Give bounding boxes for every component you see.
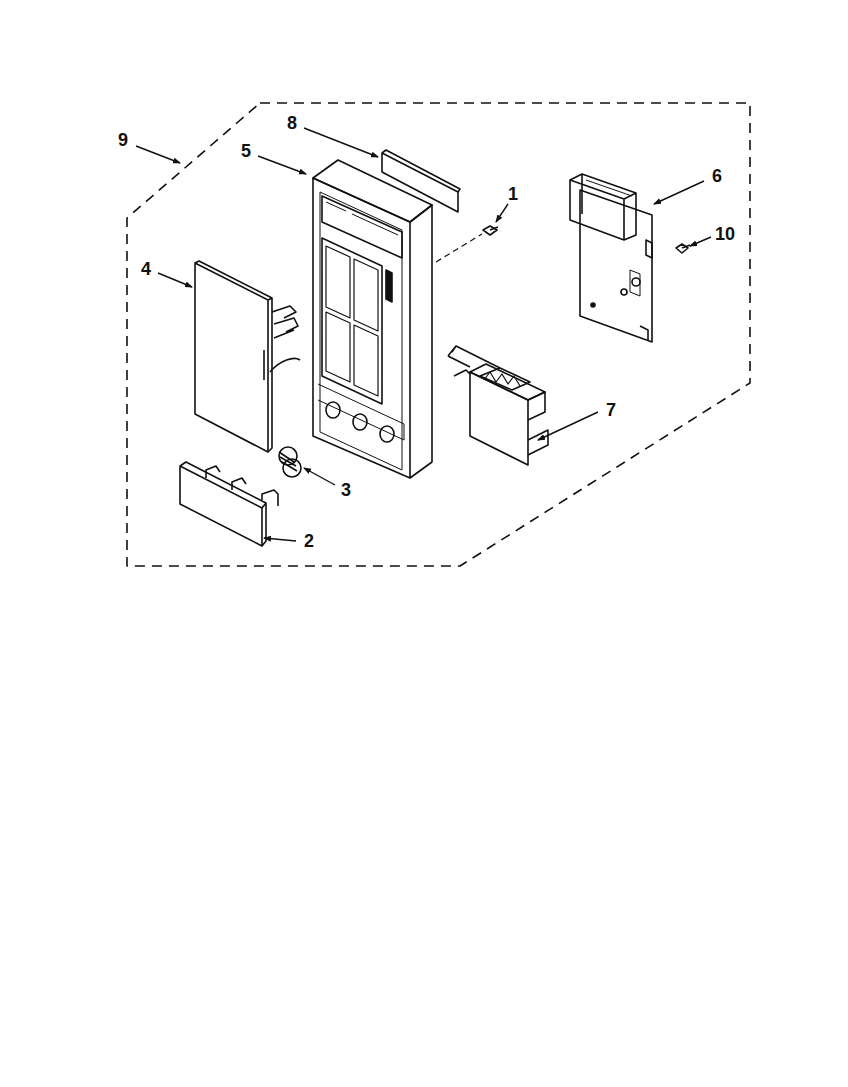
callout-number: 8 [287, 114, 297, 132]
callout-number: 9 [118, 131, 128, 149]
callout-number: 4 [141, 260, 151, 278]
spring [279, 447, 301, 477]
callout-number: 3 [341, 481, 351, 499]
callout-number: 7 [606, 401, 616, 419]
bracket [448, 346, 548, 465]
screw [676, 244, 690, 253]
kit-boundary [127, 103, 750, 566]
control-panel [313, 160, 432, 478]
leader-lines [136, 128, 711, 541]
window-strip [382, 150, 460, 212]
callout-number: 1 [508, 185, 518, 203]
callout-number: 6 [712, 167, 722, 185]
callout-number: 5 [241, 142, 251, 160]
callout-number: 2 [304, 532, 314, 550]
door-button [180, 462, 278, 546]
callout-number: 10 [715, 225, 735, 243]
circuit-board [570, 174, 652, 342]
screw [436, 226, 498, 262]
door-plate [195, 261, 300, 452]
